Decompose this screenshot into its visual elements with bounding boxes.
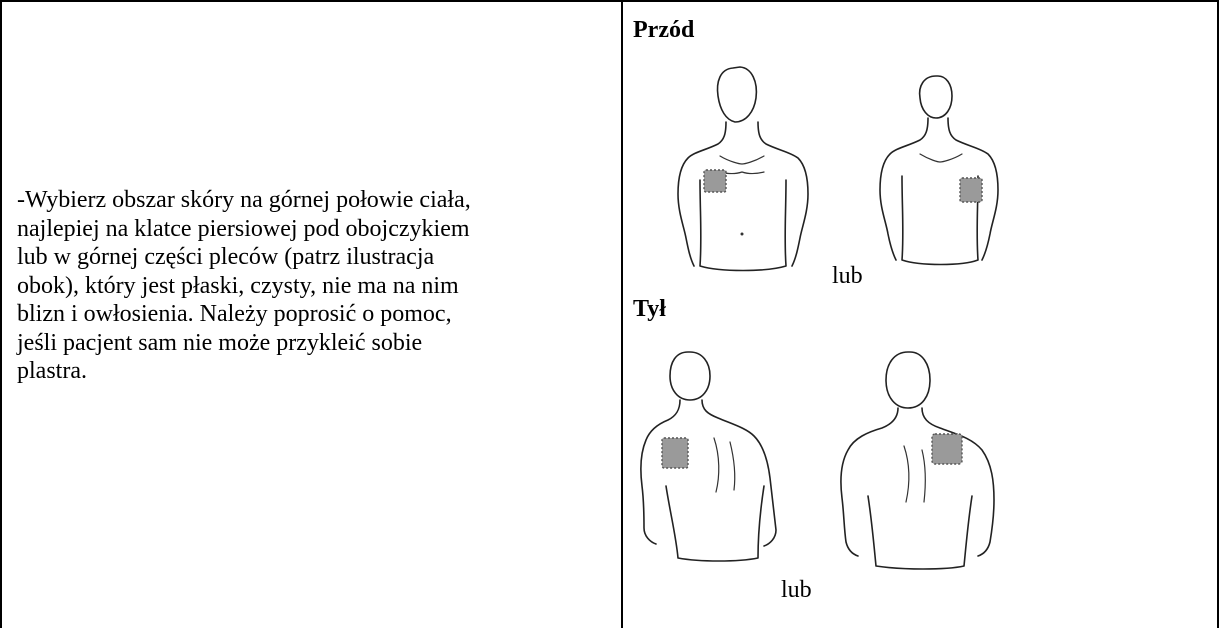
table-border-top: [2, 0, 1219, 2]
table-border-left: [0, 0, 2, 628]
back-heading: Tył: [633, 296, 666, 322]
table-column-divider: [621, 0, 623, 628]
torso-front-patch-right-chest-icon: [660, 62, 830, 286]
front-or-label: lub: [832, 263, 863, 289]
front-heading: Przód: [633, 17, 694, 43]
torso-back-patch-left-shoulder-icon: [636, 346, 816, 566]
table-border-right: [1217, 0, 1219, 628]
application-instructions: -Wybierz obszar skóry na górnej połowie …: [17, 186, 607, 386]
torso-back-patch-right-shoulder-icon: [828, 346, 1018, 572]
back-or-label: lub: [781, 577, 812, 603]
torso-front-patch-left-chest-icon: [858, 62, 1028, 286]
